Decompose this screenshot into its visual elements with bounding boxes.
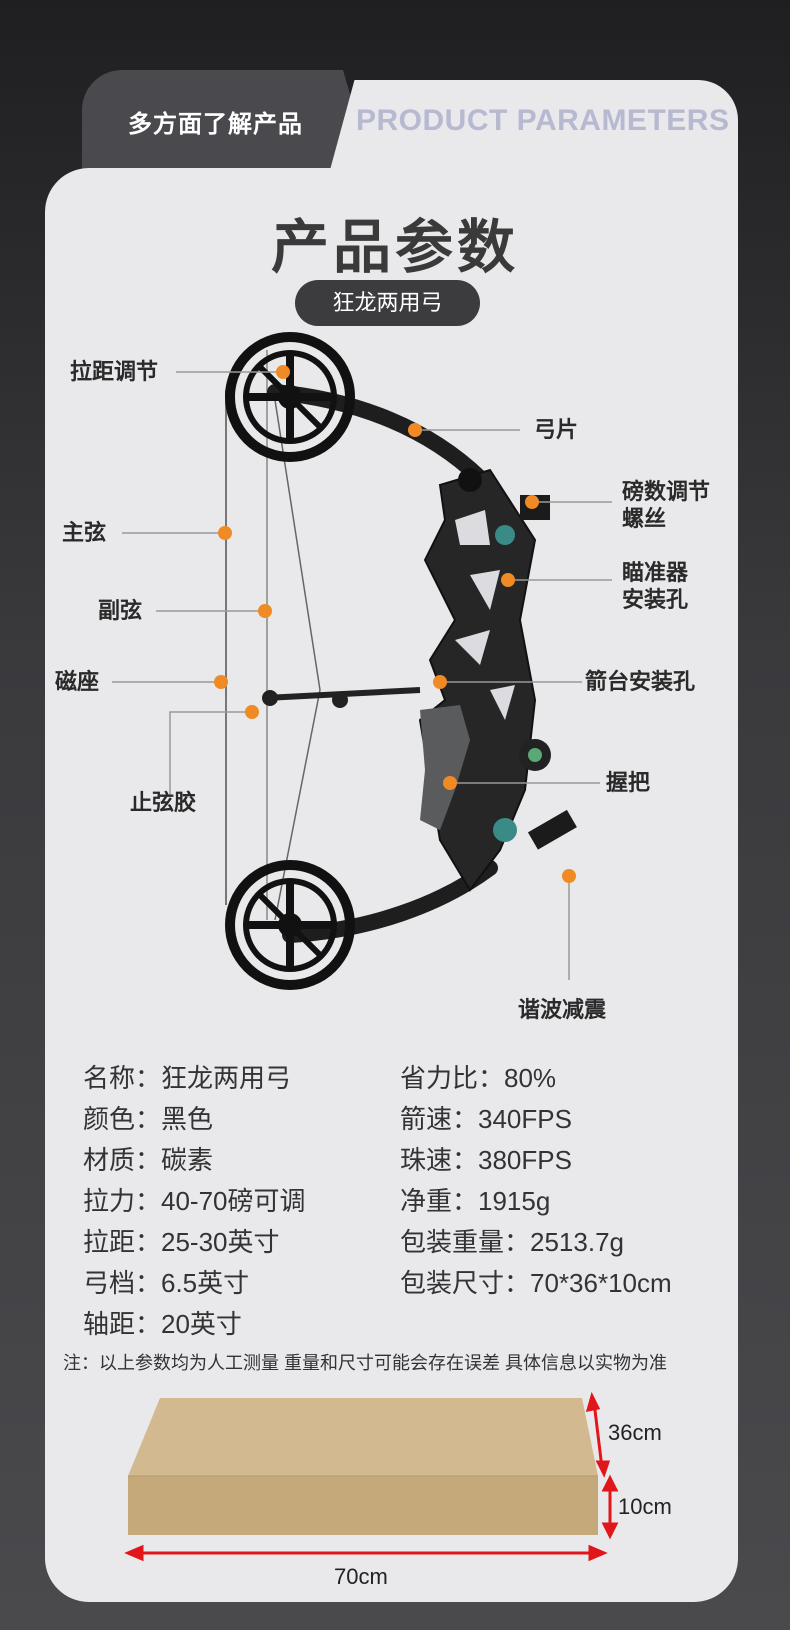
dimension-arrows — [124, 1391, 619, 1562]
header-tab-right — [330, 80, 738, 170]
spec-left-1: 颜色：黑色 — [83, 1104, 214, 1134]
spec-left-5: 弓档：6.5英寸 — [83, 1268, 250, 1298]
callout-dots — [214, 365, 576, 883]
spec-right-0: 省力比：80% — [400, 1063, 557, 1093]
label-string-stopper: 止弦胶 — [130, 790, 197, 815]
label-main-string: 主弦 — [62, 520, 107, 545]
disclaimer-note: 注：以上参数均为人工测量 重量和尺寸可能会存在误差 具体信息以实物为准 — [63, 1353, 667, 1373]
spec-left-3: 拉力：40-70磅可调 — [83, 1186, 306, 1216]
spec-right-3: 净重：1915g — [400, 1186, 551, 1216]
spec-right-5: 包装尺寸：70*36*10cm — [400, 1268, 672, 1298]
header-tab-en: PRODUCT PARAMETERS — [356, 104, 730, 137]
label-grip: 握把 — [606, 770, 651, 795]
spec-left-4: 拉距：25-30英寸 — [83, 1227, 280, 1257]
spec-right-1: 箭速：340FPS — [400, 1104, 572, 1134]
label-cable: 副弦 — [98, 598, 143, 623]
label-arrow-rest-hole: 箭台安装孔 — [585, 669, 696, 694]
label-poundage-screw-1: 磅数调节 — [622, 479, 711, 504]
grip-shape — [420, 705, 470, 830]
label-sight-hole-1: 瞄准器 — [622, 560, 689, 585]
spec-left-0: 名称：狂龙两用弓 — [83, 1063, 292, 1093]
upper-cam — [225, 332, 355, 462]
label-magnetic-seat: 磁座 — [55, 669, 100, 694]
damper-block — [527, 809, 577, 850]
label-draw-length-adjust: 拉距调节 — [70, 359, 159, 384]
spec-right-4: 包装重量：2513.7g — [400, 1227, 624, 1257]
callout-leaders — [112, 371, 612, 980]
package-box — [128, 1398, 598, 1535]
spec-left-2: 材质：碳素 — [83, 1145, 214, 1175]
label-harmonic-damper: 谐波减震 — [518, 997, 607, 1022]
product-name-pill: 狂龙两用弓 — [295, 280, 480, 326]
spec-left-6: 轴距：20英寸 — [83, 1309, 242, 1339]
header-tab-cn: 多方面了解产品 — [128, 111, 303, 138]
header-tab-left — [82, 70, 372, 170]
lower-cam — [225, 860, 355, 990]
content-card — [45, 168, 738, 1602]
label-limb: 弓片 — [534, 417, 579, 442]
dim-depth: 36cm — [608, 1420, 662, 1445]
page-title: 产品参数 — [270, 215, 519, 280]
spec-right-2: 珠速：380FPS — [400, 1145, 572, 1175]
dim-length: 70cm — [334, 1564, 388, 1589]
label-poundage-screw-2: 螺丝 — [622, 506, 667, 531]
label-sight-hole-2: 安装孔 — [622, 587, 689, 612]
dim-height: 10cm — [618, 1494, 672, 1519]
